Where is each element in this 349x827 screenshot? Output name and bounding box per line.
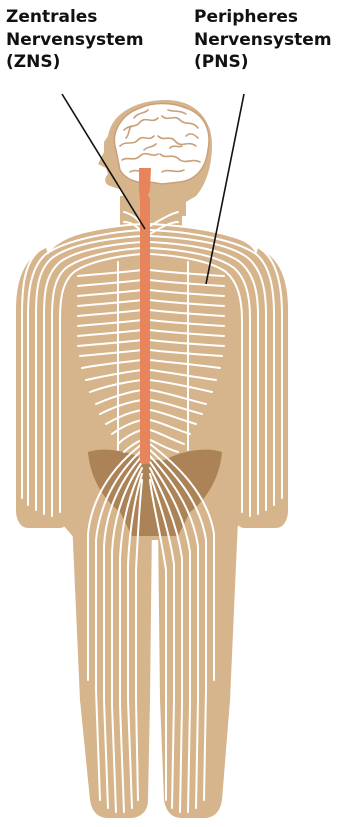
cns-label-line2: Nervensystem — [6, 29, 144, 52]
pns-label-line3: (PNS) — [194, 51, 332, 74]
cns-label-line1: Zentrales — [6, 6, 144, 29]
cns-label: Zentrales Nervensystem (ZNS) — [6, 6, 144, 74]
pns-label-line1: Peripheres — [194, 6, 332, 29]
pns-label-line2: Nervensystem — [194, 29, 332, 52]
brain — [114, 104, 209, 185]
spinal-cord — [139, 168, 151, 464]
cns-label-line3: (ZNS) — [6, 51, 144, 74]
spinal-cord-column — [140, 196, 150, 464]
pns-label: Peripheres Nervensystem (PNS) — [194, 6, 332, 74]
